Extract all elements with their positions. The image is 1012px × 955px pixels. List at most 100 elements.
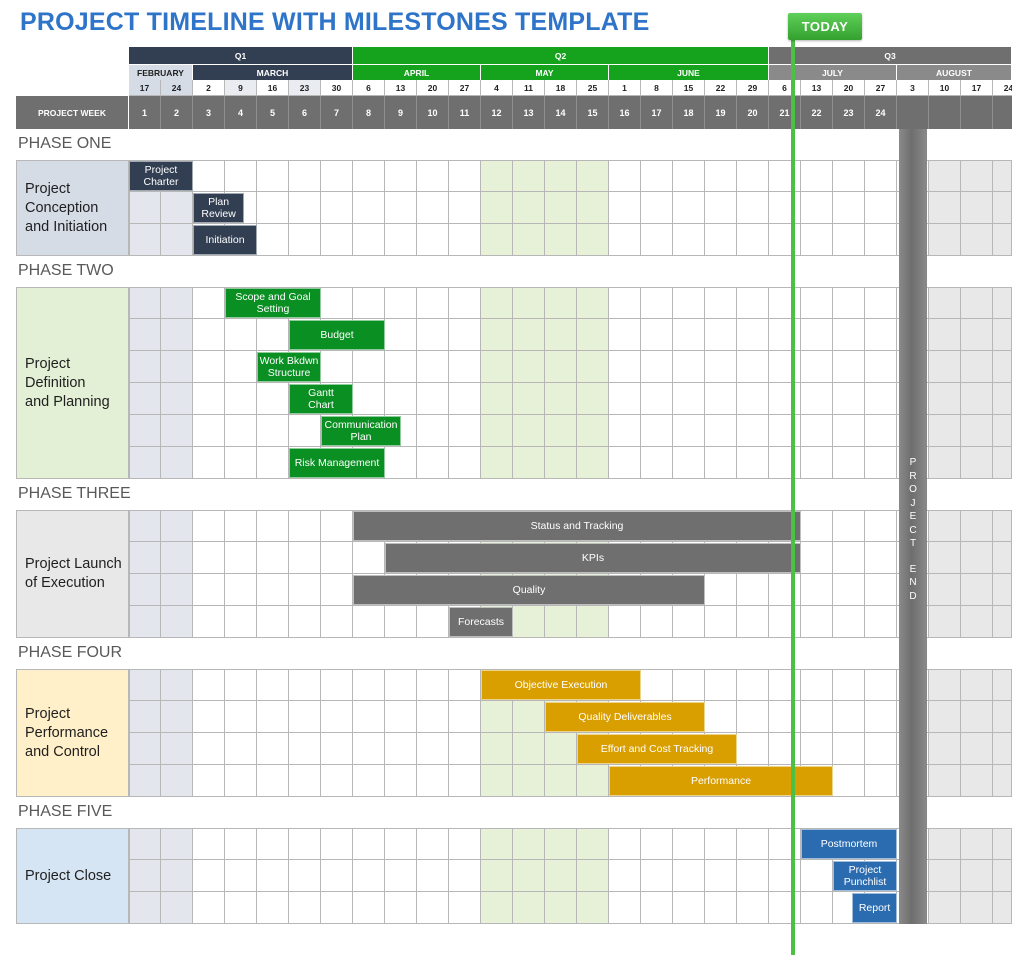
phase-description: Project Performance and Control	[16, 669, 129, 797]
grid-cell	[353, 701, 385, 733]
grid-cell	[929, 669, 961, 701]
grid-cell	[961, 892, 993, 924]
grid-cell	[609, 160, 641, 192]
grid-cell	[609, 383, 641, 415]
project-end-letter: P	[909, 457, 917, 468]
task-bar[interactable]: Scope and Goal Setting	[225, 288, 321, 318]
grid-cell	[321, 351, 353, 383]
phase-title: PHASE THREE	[18, 485, 131, 502]
grid-cell	[385, 765, 417, 797]
grid-cell	[705, 701, 737, 733]
grid-cell	[705, 669, 737, 701]
day-header: 16	[257, 80, 289, 96]
grid-cell	[289, 510, 321, 542]
grid-cell	[353, 669, 385, 701]
grid-cell	[833, 192, 865, 224]
grid-cell	[673, 160, 705, 192]
task-bar[interactable]: Forecasts	[449, 607, 513, 637]
week-number: 12	[481, 96, 513, 129]
phase-description: Project Launch of Execution	[16, 510, 129, 638]
grid-cell	[833, 510, 865, 542]
grid-cell	[193, 415, 225, 447]
grid-cell	[193, 669, 225, 701]
day-header: 13	[385, 80, 417, 96]
task-bar[interactable]: Report	[852, 893, 897, 923]
grid-cell	[641, 192, 673, 224]
quarter-header: Q1	[129, 47, 353, 64]
grid-cell	[577, 287, 609, 319]
grid-cell	[769, 160, 801, 192]
week-number: 19	[705, 96, 737, 129]
task-bar[interactable]: Plan Review	[193, 193, 245, 223]
grid-cell	[257, 892, 289, 924]
task-bar[interactable]: Risk Management	[289, 448, 385, 478]
grid-cell	[929, 383, 961, 415]
task-bar[interactable]: Status and Tracking	[353, 511, 801, 541]
grid-cell	[577, 224, 609, 256]
grid-cell	[545, 319, 577, 351]
grid-cell	[257, 669, 289, 701]
grid-cell	[321, 701, 353, 733]
grid-cell	[129, 574, 161, 606]
task-bar[interactable]: Quality Deliverables	[545, 702, 705, 732]
task-bar[interactable]: Project Punchlist	[833, 861, 897, 891]
grid-cell	[129, 287, 161, 319]
week-number: 24	[865, 96, 897, 129]
grid-cell	[833, 606, 865, 638]
grid-cell	[705, 447, 737, 479]
grid-cell	[513, 287, 545, 319]
task-bar[interactable]: Project Charter	[129, 161, 193, 191]
quarter-header: Q3	[769, 47, 1012, 64]
day-header: 30	[321, 80, 353, 96]
grid-cell	[961, 224, 993, 256]
grid-cell	[129, 447, 161, 479]
grid-cell	[705, 192, 737, 224]
task-bar[interactable]: Objective Execution	[481, 670, 641, 700]
grid-cell	[961, 415, 993, 447]
grid-cell	[513, 383, 545, 415]
task-bar[interactable]: Work Bkdwn Structure	[257, 352, 321, 382]
grid-cell	[481, 287, 513, 319]
grid-cell	[929, 351, 961, 383]
grid-cell	[801, 701, 833, 733]
grid-cell	[673, 669, 705, 701]
task-bar[interactable]: KPIs	[385, 543, 801, 573]
task-bar[interactable]: Performance	[609, 766, 833, 796]
grid-cell	[609, 606, 641, 638]
day-header: 6	[353, 80, 385, 96]
grid-cell	[769, 574, 801, 606]
grid-cell	[769, 351, 801, 383]
task-bar[interactable]: Quality	[353, 575, 705, 605]
grid-cell	[513, 351, 545, 383]
grid-cell	[161, 669, 193, 701]
grid-cell	[577, 319, 609, 351]
project-end-letter: N	[909, 577, 917, 588]
grid-cell	[865, 574, 897, 606]
grid-cell	[193, 733, 225, 765]
task-bar[interactable]: Initiation	[193, 225, 257, 255]
task-bar[interactable]: Effort and Cost Tracking	[577, 734, 737, 764]
task-bar[interactable]: Communication Plan	[321, 416, 401, 446]
grid-cell	[449, 765, 481, 797]
grid-cell	[289, 606, 321, 638]
grid-cell	[833, 351, 865, 383]
grid-cell	[161, 542, 193, 574]
task-bar[interactable]: Budget	[289, 320, 385, 350]
grid-cell	[641, 669, 673, 701]
grid-cell	[449, 733, 481, 765]
grid-cell	[545, 383, 577, 415]
grid-cell	[449, 860, 481, 892]
task-bar[interactable]: Gantt Chart	[289, 384, 353, 414]
grid-cell	[161, 606, 193, 638]
grid-cell	[801, 542, 833, 574]
grid-cell	[417, 701, 449, 733]
grid-cell	[193, 860, 225, 892]
grid-cell	[257, 415, 289, 447]
grid-cell	[225, 701, 257, 733]
grid-cell	[801, 351, 833, 383]
task-bar[interactable]: Postmortem	[801, 829, 897, 859]
grid-cell	[225, 765, 257, 797]
grid-cell	[641, 892, 673, 924]
grid-cell	[865, 765, 897, 797]
grid-cell	[129, 415, 161, 447]
